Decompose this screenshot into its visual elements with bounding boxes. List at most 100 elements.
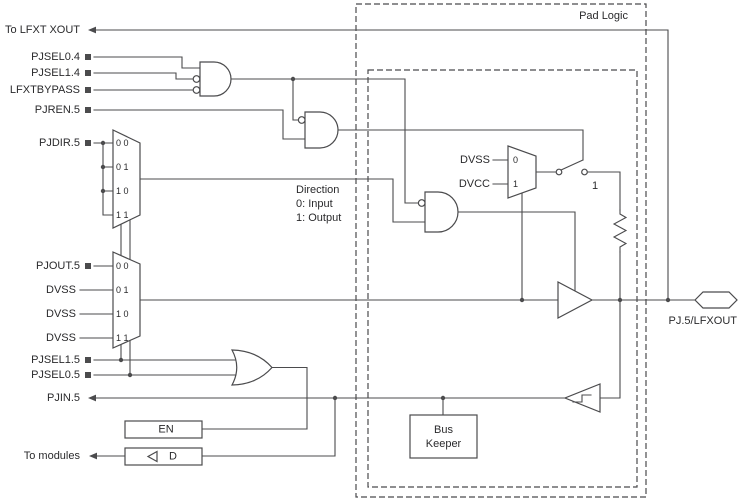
dir-mux-row-01: 0 1 xyxy=(116,162,129,172)
output-driver-buffer xyxy=(557,281,594,319)
label-dvss-pull: DVSS xyxy=(460,154,490,166)
label-to-lfxt-xout: To LFXT XOUT xyxy=(5,24,80,36)
junction-dot xyxy=(665,297,671,303)
label-pjsel04: PJSEL0.4 xyxy=(31,51,80,63)
terminal-pjren5 xyxy=(85,107,91,113)
arrow-pjin xyxy=(88,394,96,402)
junction-dot xyxy=(617,297,623,303)
wire-latch-d-input xyxy=(201,397,336,457)
inverter-bubble-and3 xyxy=(417,199,426,207)
terminal-pjsel04 xyxy=(85,54,91,60)
wire-pjdir-bus xyxy=(102,142,114,216)
inverter-bubble-pjsel14 xyxy=(192,75,201,83)
bus-keeper-label-line2: Keeper xyxy=(426,438,462,450)
junction-dot xyxy=(100,140,106,146)
junction-dot xyxy=(100,188,106,194)
terminal-pjsel14 xyxy=(85,70,91,76)
wire-pull-mux-inputs xyxy=(492,159,509,185)
pull-mux-sel1: 1 xyxy=(513,179,518,189)
terminal-lfxtbypass xyxy=(85,87,91,93)
latch-clock-triangle-icon xyxy=(146,450,158,463)
schmitt-hysteresis-icon xyxy=(572,394,592,403)
dir-mux-row-11: 1 1 xyxy=(116,210,129,220)
switch-position-label: 1 xyxy=(592,180,598,192)
wire-switch-to-resistor xyxy=(586,171,621,211)
arrow-to-lfxt-xout xyxy=(88,26,96,34)
pad-name-label: PJ.5/LFXOUT xyxy=(669,315,738,327)
direction-mux xyxy=(112,129,141,229)
junction-dots xyxy=(100,76,671,401)
pad-logic-outer-box xyxy=(355,3,647,498)
wire-and2-output-switch-control xyxy=(337,129,584,161)
wire-pjsel04 xyxy=(93,56,201,69)
latch-en-box xyxy=(124,420,203,439)
pull-enable-switch xyxy=(555,159,588,176)
junction-dot xyxy=(519,297,525,303)
output-data-mux xyxy=(112,251,141,349)
wire-pjsel14 xyxy=(93,72,194,80)
label-pjin5: PJIN.5 xyxy=(47,392,80,404)
register-terminals xyxy=(85,54,91,378)
dir-mux-row-10: 1 0 xyxy=(116,186,129,196)
label-pjdir5: PJDIR.5 xyxy=(39,137,80,149)
or-gate-pjsel xyxy=(230,349,273,386)
label-pjout5: PJOUT.5 xyxy=(36,260,80,272)
junction-dot xyxy=(440,395,446,401)
junction-dot xyxy=(127,372,133,378)
junction-dot xyxy=(332,395,338,401)
and-gate-output-enable xyxy=(424,191,459,233)
wire-and3-output-buffer-enable xyxy=(457,211,576,292)
label-pjren5: PJREN.5 xyxy=(35,104,80,116)
label-dvss-1: DVSS xyxy=(46,284,76,296)
wire-and1-to-and2 xyxy=(292,78,299,121)
and-gate-lfxt-enable xyxy=(199,61,232,97)
terminal-pjsel05 xyxy=(85,372,91,378)
input-latch xyxy=(124,420,203,466)
switch-terminal-left xyxy=(555,168,563,176)
junction-dot xyxy=(100,164,106,170)
dir-mux-row-00: 0 0 xyxy=(116,138,129,148)
wire-pjren xyxy=(93,109,306,140)
wire-pad-to-schmitt-input xyxy=(599,299,621,399)
pull-resistor xyxy=(612,209,628,253)
label-dvss-2: DVSS xyxy=(46,308,76,320)
out-mux-row-00: 0 0 xyxy=(116,261,129,271)
pad-logic-inner-box xyxy=(367,69,638,488)
out-mux-row-11: 1 1 xyxy=(116,333,129,343)
label-dvss-3: DVSS xyxy=(46,332,76,344)
junction-dot xyxy=(290,76,296,82)
label-pjsel14: PJSEL1.4 xyxy=(31,67,80,79)
label-dvcc-pull: DVCC xyxy=(459,178,490,190)
pull-updown-mux xyxy=(507,145,537,199)
switch-terminal-right xyxy=(581,168,588,176)
latch-en-label: EN xyxy=(158,424,173,436)
label-pjsel15: PJSEL1.5 xyxy=(31,354,80,366)
wires xyxy=(79,29,696,457)
wire-direction xyxy=(139,178,426,223)
out-mux-row-10: 1 0 xyxy=(116,309,129,319)
terminal-pjsel15 xyxy=(85,357,91,363)
terminal-pjdir5 xyxy=(85,140,91,146)
pad-pin-symbol xyxy=(694,291,738,309)
latch-d-box xyxy=(124,447,203,466)
label-lfxtbypass: LFXTBYPASS xyxy=(10,84,80,96)
arrow-to-modules xyxy=(89,452,97,460)
direction-note-line3: 1: Output xyxy=(296,212,341,224)
terminal-pjout5 xyxy=(85,263,91,269)
direction-note-line2: 0: Input xyxy=(296,198,333,210)
and-gate-pullup-enable xyxy=(304,111,339,149)
junction-dot xyxy=(118,357,124,363)
pad-logic-label: Pad Logic xyxy=(579,10,628,22)
bus-keeper-label-line1: Bus xyxy=(434,424,453,436)
wire-to-lfxt-xout xyxy=(95,29,669,301)
pull-mux-sel0: 0 xyxy=(513,155,518,165)
inverter-bubble-and2 xyxy=(297,116,306,124)
label-pjsel05: PJSEL0.5 xyxy=(31,369,80,381)
wire-and1-output xyxy=(230,78,419,204)
direction-note-line1: Direction xyxy=(296,184,339,196)
out-mux-row-01: 0 1 xyxy=(116,285,129,295)
latch-d-label: D xyxy=(169,451,177,463)
inverter-bubble-lfxtbypass xyxy=(192,86,201,94)
switch-lever xyxy=(560,159,584,171)
